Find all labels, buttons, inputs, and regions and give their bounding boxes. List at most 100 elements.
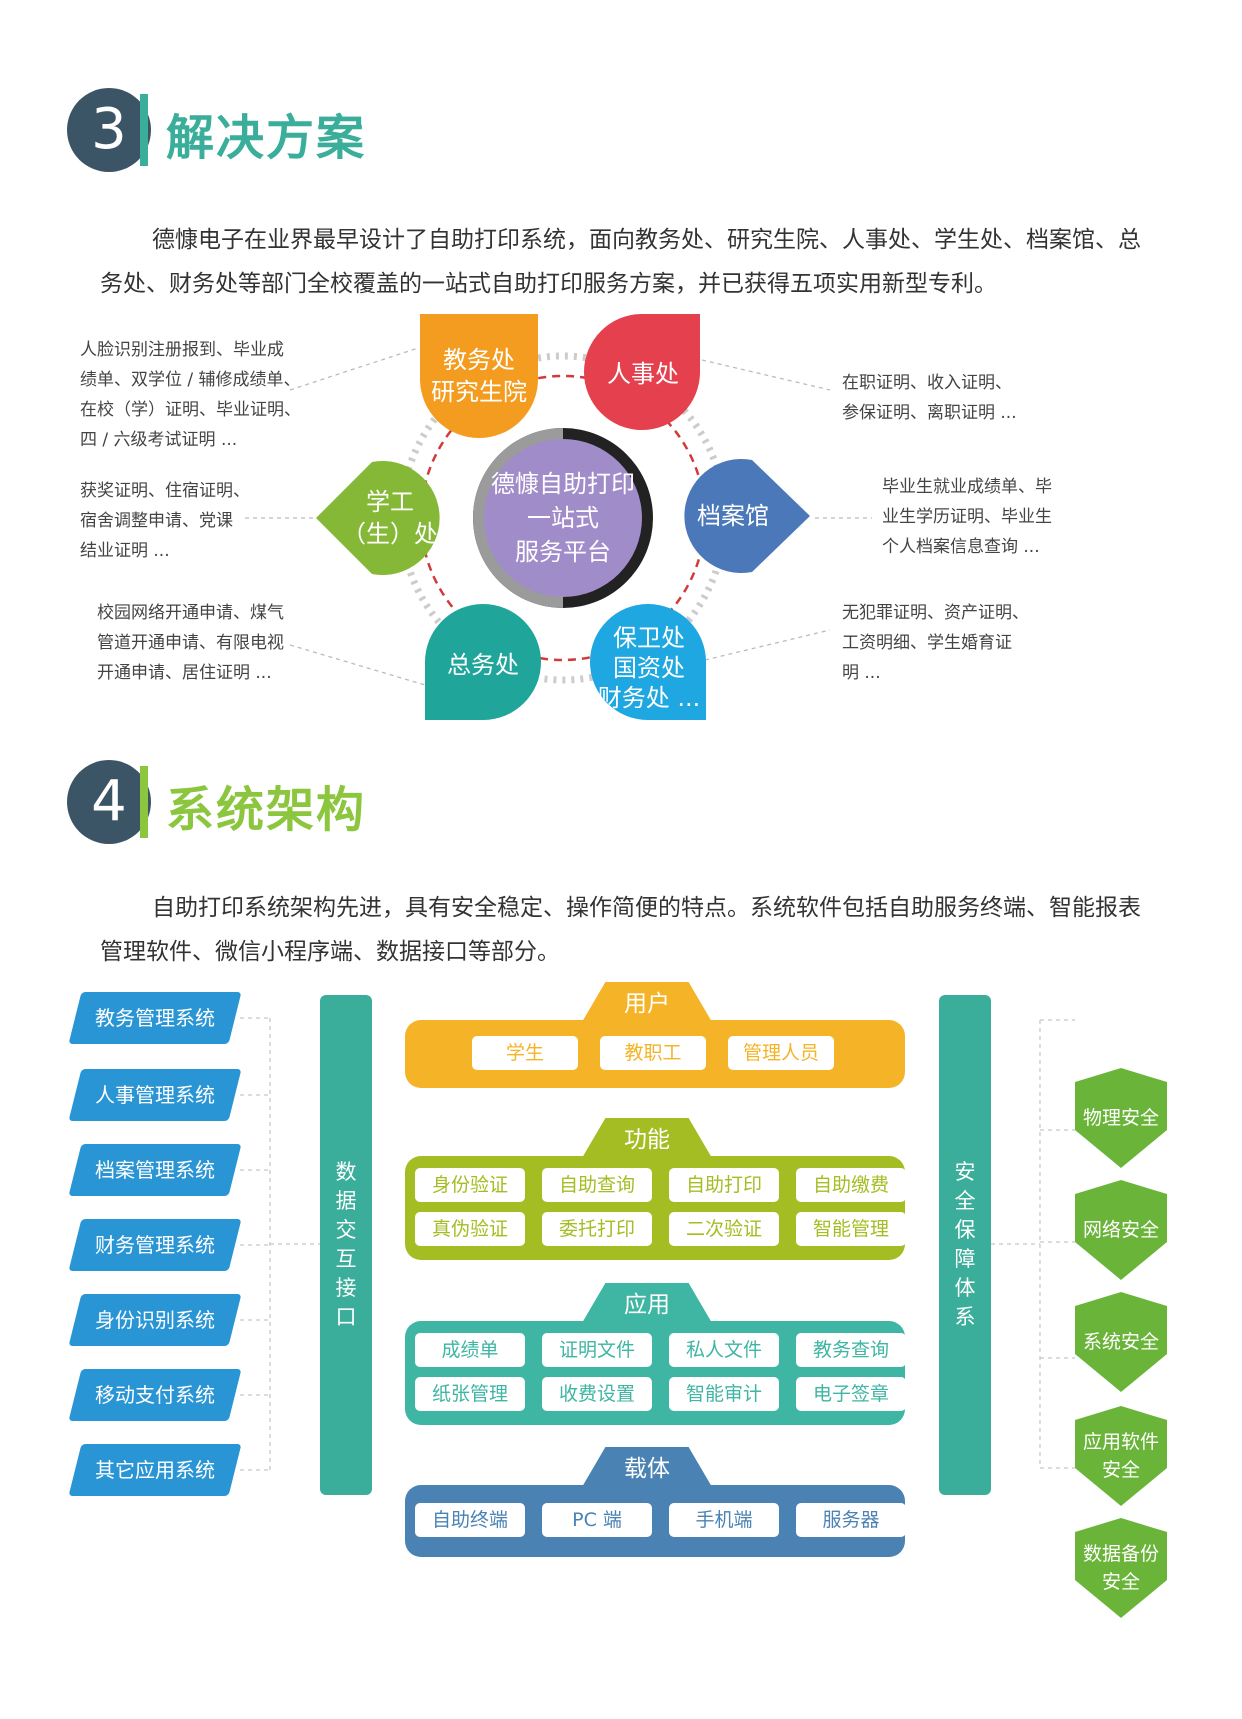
layer-function-chip: 真伪验证 [415, 1212, 525, 1246]
petal-renshi-line1: 人事处 [607, 360, 679, 388]
section-3-accent-bar [140, 94, 148, 166]
shield-data-backup-security: 数据备份安全 [1075, 1518, 1167, 1618]
layer-user-chip: 教职工 [600, 1036, 706, 1070]
layer-carrier-chip: 手机端 [669, 1503, 779, 1537]
layer-application-tab: 应用 [582, 1283, 712, 1323]
petal-jiaowu-line2: 研究生院 [431, 378, 527, 406]
layer-user-chip: 学生 [472, 1036, 578, 1070]
petal-xuegong-line2: （生）处 [342, 520, 438, 548]
shield-label: 安全 [1101, 1459, 1140, 1481]
layer-application-chip: 收费设置 [542, 1377, 652, 1411]
layer-application-chip: 私人文件 [669, 1333, 779, 1367]
petal-baowei-shape [590, 604, 706, 720]
note-baowei-line: 明 ... [842, 663, 881, 683]
section-3-paragraph: 德慷电子在业界最早设计了自助打印系统，面向教务处、研究生院、人事处、学生处、档案… [100, 227, 1141, 297]
left-system-item: 教务管理系统 [68, 992, 242, 1044]
layer-carrier-title: 载体 [624, 1456, 670, 1482]
shield-app-software-security: 应用软件安全 [1075, 1406, 1167, 1506]
note-dangan: 毕业生就业成绩单、毕 业生学历证明、毕业生 个人档案信息查询 ... [882, 472, 1052, 562]
layer-function-chip: 委托打印 [542, 1212, 652, 1246]
note-jiaowu-line: 在校（学）证明、毕业证明、 [80, 400, 301, 420]
petal-dangan-shape [684, 459, 810, 573]
layer-carrier-chip: PC 端 [542, 1503, 652, 1537]
note-xuegong-line: 宿舍调整申请、党课 [80, 511, 233, 531]
layer-function-title: 功能 [624, 1127, 670, 1153]
note-renshi: 在职证明、收入证明、 参保证明、离职证明 ... [842, 368, 1017, 428]
layer-application-chip: 纸张管理 [415, 1377, 525, 1411]
layer-function-chip: 二次验证 [669, 1212, 779, 1246]
petal-jiaowu: 教务处 研究生院 [420, 330, 538, 422]
petal-baowei-line1: 保卫处 [613, 624, 685, 652]
note-xuegong: 获奖证明、住宿证明、 宿舍调整申请、党课 结业证明 ... [80, 476, 250, 566]
architecture-connectors [240, 1017, 1075, 1471]
layer-application-chip: 智能审计 [669, 1377, 779, 1411]
left-system-label: 其它应用系统 [95, 1458, 215, 1482]
petal-xuegong: 学工 （生）处 [332, 478, 448, 558]
note-zongwu-line: 管道开通申请、有限电视 [97, 633, 284, 653]
layer-function-chip: 自助查询 [542, 1168, 652, 1202]
layer-function-chip: 智能管理 [796, 1212, 906, 1246]
layer-application-chip: 证明文件 [542, 1333, 652, 1367]
note-dangan-line: 个人档案信息查询 ... [882, 537, 1040, 557]
note-connectors [245, 347, 872, 686]
shield-system-security: 系统安全 [1075, 1292, 1167, 1392]
security-system-char: 全 [954, 1189, 976, 1213]
section-4-paragraph: 自助打印系统架构先进，具有安全稳定、操作简便的特点。系统软件包括自助服务终端、智… [100, 895, 1141, 965]
layer-function-tab: 功能 [582, 1118, 712, 1158]
shield-label: 物理安全 [1082, 1107, 1159, 1129]
left-system-item: 人事管理系统 [68, 1069, 242, 1121]
petal-renshi-shape [584, 314, 700, 430]
data-interface-char: 接 [335, 1276, 357, 1300]
center-circle [484, 439, 642, 597]
note-zongwu-line: 开通申请、居住证明 ... [97, 663, 272, 683]
note-renshi-line: 在职证明、收入证明、 [842, 373, 1012, 393]
petal-baowei-line2: 国资处 [613, 654, 685, 682]
layer-application-chip: 成绩单 [415, 1333, 525, 1367]
security-system-char: 保 [954, 1218, 976, 1242]
shield-label: 安全 [1101, 1571, 1140, 1593]
note-xuegong-line: 结业证明 ... [80, 541, 170, 561]
data-interface-char: 据 [335, 1189, 357, 1213]
shield-label: 应用软件 [1082, 1431, 1159, 1453]
layer-application-title: 应用 [624, 1292, 670, 1318]
petal-xuegong-line1: 学工 [366, 488, 414, 516]
layer-application-chip: 教务查询 [796, 1333, 906, 1367]
petal-zongwu: 总务处 [425, 622, 541, 708]
petal-xuegong-shape [316, 461, 440, 575]
security-system-char: 障 [954, 1247, 976, 1271]
layer-user-title: 用户 [624, 991, 670, 1017]
left-system-label: 身份识别系统 [95, 1308, 215, 1332]
petal-dangan-line1: 档案馆 [697, 502, 769, 530]
security-system-char: 体 [954, 1276, 976, 1300]
center-label: 德慷自助打印 一站式 服务平台 [484, 460, 642, 576]
data-interface-char: 口 [335, 1305, 357, 1329]
shield-label: 数据备份 [1082, 1543, 1159, 1565]
layer-user-tab: 用户 [582, 982, 712, 1022]
petal-baowei-line3: 财务处 ... [597, 684, 701, 712]
layer-application-chip: 电子签章 [796, 1377, 906, 1411]
note-baowei-line: 无犯罪证明、资产证明、 [842, 603, 1029, 623]
layer-function-chip: 自助缴费 [796, 1168, 906, 1202]
shield-network-security: 网络安全 [1075, 1180, 1167, 1280]
section-3-title: 解决方案 [166, 110, 367, 166]
petal-zongwu-line1: 总务处 [447, 651, 519, 679]
note-dangan-line: 毕业生就业成绩单、毕 [882, 477, 1052, 497]
data-interface-char: 交 [335, 1218, 357, 1242]
petal-zongwu-shape [425, 604, 541, 720]
shield-physical-security: 物理安全 [1075, 1068, 1167, 1168]
shield-label: 系统安全 [1082, 1331, 1159, 1353]
section-4-number: 4 [67, 760, 151, 844]
left-system-item: 移动支付系统 [68, 1369, 242, 1421]
left-system-label: 教务管理系统 [95, 1006, 215, 1030]
note-dangan-line: 业生学历证明、毕业生 [882, 507, 1052, 527]
note-jiaowu: 人脸识别注册报到、毕业成 绩单、双学位 / 辅修成绩单、 在校（学）证明、毕业证… [80, 335, 301, 455]
center-line1: 德慷自助打印 [491, 470, 635, 498]
hub-diagram [245, 314, 872, 720]
center-line3: 服务平台 [515, 538, 611, 566]
data-interface-char: 数 [335, 1160, 357, 1184]
note-jiaowu-line: 四 / 六级考试证明 ... [80, 430, 238, 450]
note-zongwu-line: 校园网络开通申请、煤气 [97, 603, 284, 623]
note-zongwu: 校园网络开通申请、煤气 管道开通申请、有限电视 开通申请、居住证明 ... [97, 598, 284, 688]
left-system-item: 档案管理系统 [68, 1144, 242, 1196]
note-renshi-line: 参保证明、离职证明 ... [842, 403, 1017, 423]
